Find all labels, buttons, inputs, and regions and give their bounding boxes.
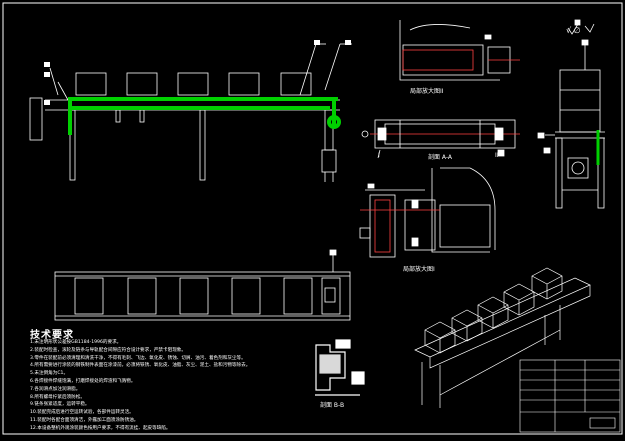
section-bb-label: 剖面 B-B (320, 402, 345, 409)
title-block (519, 359, 621, 433)
box-2 (126, 72, 158, 96)
tech-requirement-line: 7.各润滑点加注润滑脂。 (30, 386, 81, 392)
side-view (537, 39, 605, 209)
tech-requirement-line: 10.装配完成后进行空运转试验，各部件运转灵活。 (30, 410, 134, 416)
detail-ii-view (399, 20, 520, 81)
box-1 (75, 72, 107, 96)
tech-requirement-line: 3.零件在装配前必须清理和清洗干净，不得有毛刺、飞边、氧化皮、锈蚀、切屑、油污、… (30, 355, 246, 361)
detail-i-view (359, 167, 496, 258)
section-aa-view (361, 119, 520, 159)
sheet-border (2, 2, 623, 435)
conveyor-front-view (29, 43, 352, 182)
tech-requirement-line: 1.未注明形状公差按GB1184-1996的要求。 (30, 340, 122, 345)
box-5 (280, 72, 312, 96)
tech-requirement-line: 8.所有螺母拧紧后须防松。 (30, 394, 85, 400)
detail-ii-label: 局部放大图II (410, 88, 444, 95)
tech-requirement-line: 4.所有需要进行涂装的钢铁制件表面在涂漆前，必须将铁锈、氧化皮、油脂、灰尘、泥土… (30, 363, 251, 369)
tech-requirement-line: 5.未注倒角为C1。 (30, 371, 69, 377)
roman-ii-mark: II (495, 152, 499, 159)
tech-requirement-line: 6.各焊接件焊缝饱满，打磨焊接处的焊渣和飞溅物。 (30, 379, 136, 384)
tech-requirement-line: 11.装配时各配合面须清洁，外露加工面须涂防锈油。 (30, 418, 139, 423)
chain-highlight (68, 97, 341, 135)
section-bb-view (315, 339, 365, 396)
isometric-view (414, 267, 591, 408)
section-aa-label: 剖面 A-A (428, 154, 453, 161)
surface-mark-text: √ ∅ (566, 26, 581, 35)
tech-requirement-line: 9.链条张紧适度，运转平稳。 (30, 402, 90, 408)
roman-i-mark: I (378, 152, 380, 159)
conveyor-plan-view (54, 249, 351, 321)
box-4 (228, 72, 260, 96)
tech-requirements-title: 技术要求 (30, 330, 74, 341)
box-3 (177, 72, 209, 96)
tech-requirement-line: 2.装配时检查，滚轮及链条与导轨配合间隙应符合设计要求，严禁卡阻现象。 (30, 347, 186, 353)
tech-requirement-line: 12.本设备整机外观涂装颜色按用户要求，不得有流挂、起皮等缺陷。 (30, 425, 171, 431)
detail-i-label: 局部放大图I (403, 266, 435, 273)
ref-tags (44, 40, 351, 105)
surface-marks (567, 19, 595, 35)
